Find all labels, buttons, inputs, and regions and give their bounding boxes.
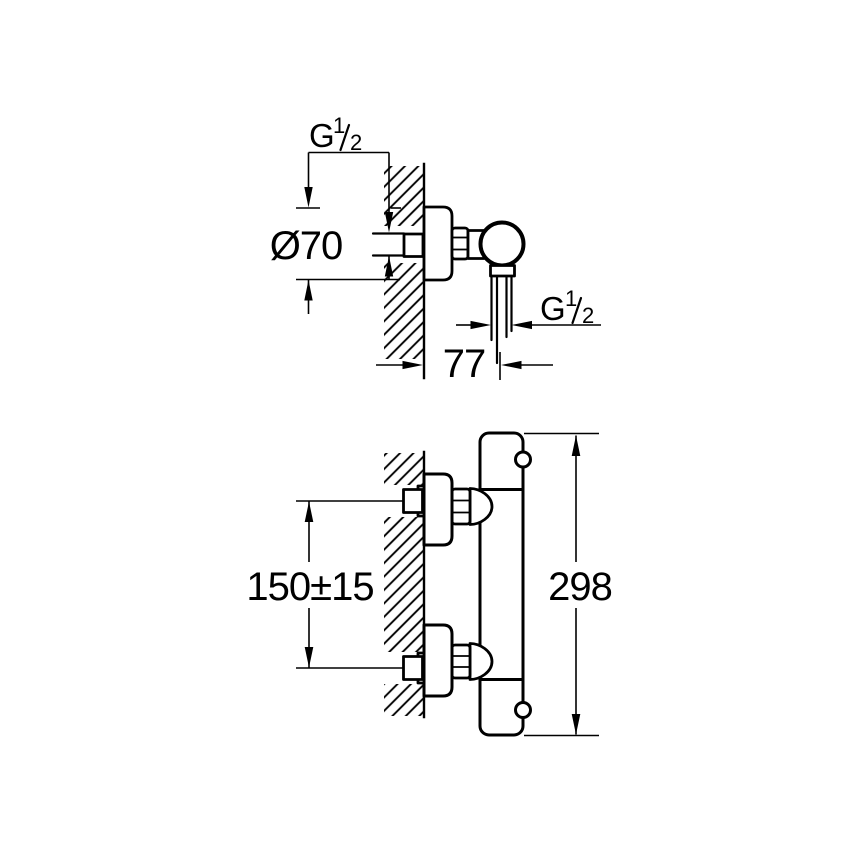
lower-union [402, 623, 494, 698]
wall-section-top [371, 162, 426, 380]
union-hex-nut [450, 487, 472, 526]
square-nut [402, 488, 424, 514]
outlet-thread-numerator: 1 [565, 286, 577, 311]
escutcheon-flange [422, 623, 454, 698]
inlet-thread-denominator: 2 [350, 130, 362, 155]
side-view: G 1 2 Ø70 G 1 2 [270, 113, 601, 386]
body-height-label: 298 [548, 565, 612, 609]
outlet-thread-denominator: 2 [582, 303, 594, 328]
square-nut [402, 655, 424, 681]
center-distance-label: 150±15 [246, 565, 373, 609]
escutcheon-flange [422, 205, 454, 282]
inlet-thread-label: G [309, 117, 335, 154]
body-screw-top [514, 450, 532, 469]
valve-ball [478, 220, 526, 268]
wall-to-outlet-label: 77 [443, 342, 486, 386]
inlet-thread-numerator: 1 [333, 113, 345, 138]
union-bell [468, 487, 494, 526]
thermostat-body [478, 431, 532, 737]
dim-outlet-thread: G 1 2 [456, 286, 601, 330]
outlet-pipe [489, 264, 516, 380]
dim-wall-to-outlet: 77 [376, 342, 553, 386]
upper-union [402, 472, 494, 547]
fraction-slash [339, 123, 351, 152]
escutcheon-flange [422, 472, 454, 547]
inlet-nipple [371, 232, 406, 257]
union-hex-nut [450, 643, 472, 680]
flange-diameter-label: Ø70 [270, 224, 343, 268]
dim-inlet-thread: G 1 2 [308, 113, 394, 280]
outlet-thread-label: G [540, 290, 566, 327]
front-view: 150±15 298 [246, 431, 613, 737]
union-hex-nut [450, 226, 470, 261]
body-screw-bottom [514, 701, 532, 719]
dim-center-distance: 150±15 [246, 500, 403, 669]
dim-body-height: 298 [524, 432, 613, 737]
fraction-slash [571, 296, 583, 325]
dim-flange-diameter: Ø70 [270, 152, 401, 314]
union-bell [468, 642, 494, 681]
square-nut [402, 232, 425, 258]
